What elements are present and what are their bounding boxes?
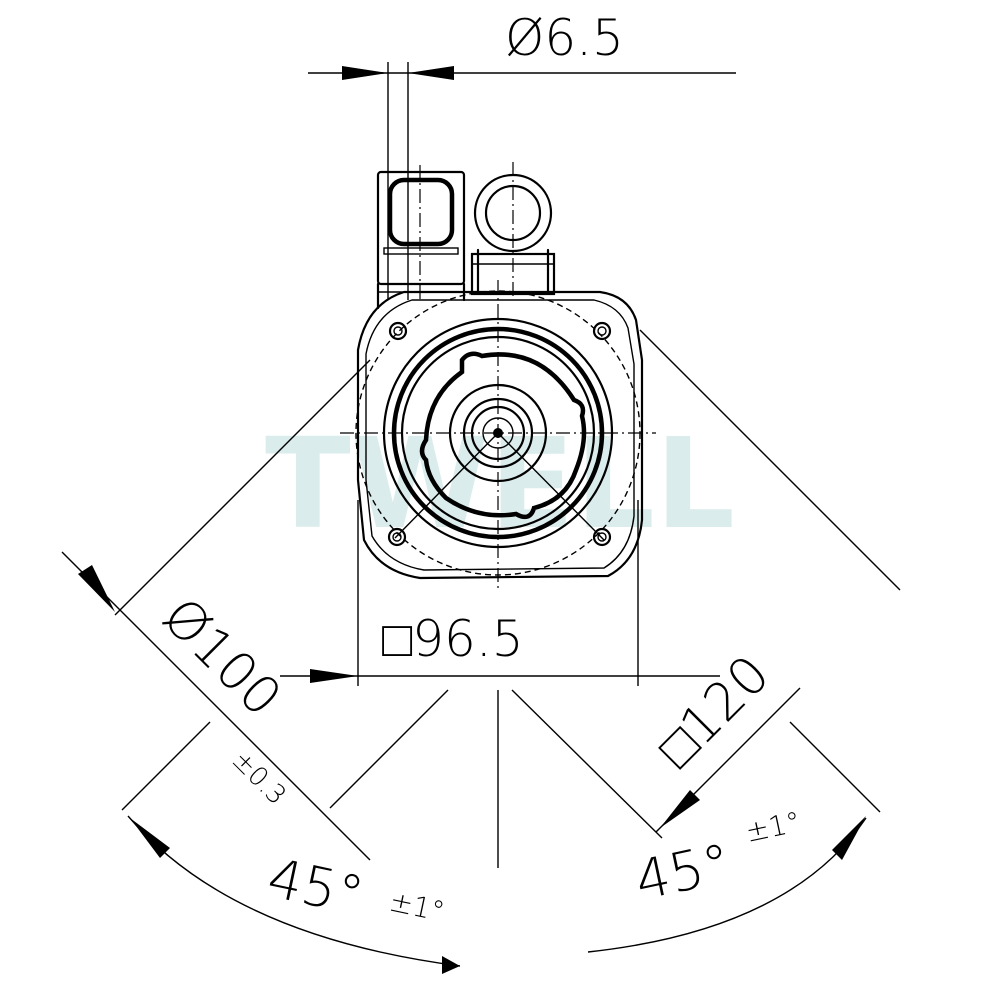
mounting-hole-br <box>592 527 612 547</box>
pilot-tolerance-label: ±0.3 <box>226 745 292 811</box>
angle-left-dimension: 45° ±1° <box>121 689 499 974</box>
flange-square-dimension: □120 <box>511 644 801 839</box>
pin-diameter-label: Ø6.5 <box>505 9 624 67</box>
inner-square-label: □96.5 <box>382 610 524 668</box>
angle-left-label: 45° <box>262 846 369 928</box>
mounting-hole-tl <box>388 321 408 341</box>
angle-right-dimension: 45° ±1° <box>587 721 881 953</box>
angle-left-tolerance: ±1° <box>387 885 448 929</box>
pilot-diameter-dimension: Ø100 ±0.3 <box>61 329 901 861</box>
pin-diameter-dimension: Ø6.5 <box>308 9 736 300</box>
flange-square-label: □120 <box>647 644 782 779</box>
encoder-connector <box>376 170 466 310</box>
mounting-hole-bl <box>387 527 407 547</box>
angle-right-label: 45° <box>630 831 737 913</box>
angle-right-tolerance: ±1° <box>743 805 804 849</box>
inner-square-dimension: □96.5 <box>280 500 720 686</box>
mounting-hole-tr <box>592 321 612 341</box>
pilot-diameter-label: Ø100 <box>151 587 293 729</box>
center-lines <box>340 162 656 588</box>
